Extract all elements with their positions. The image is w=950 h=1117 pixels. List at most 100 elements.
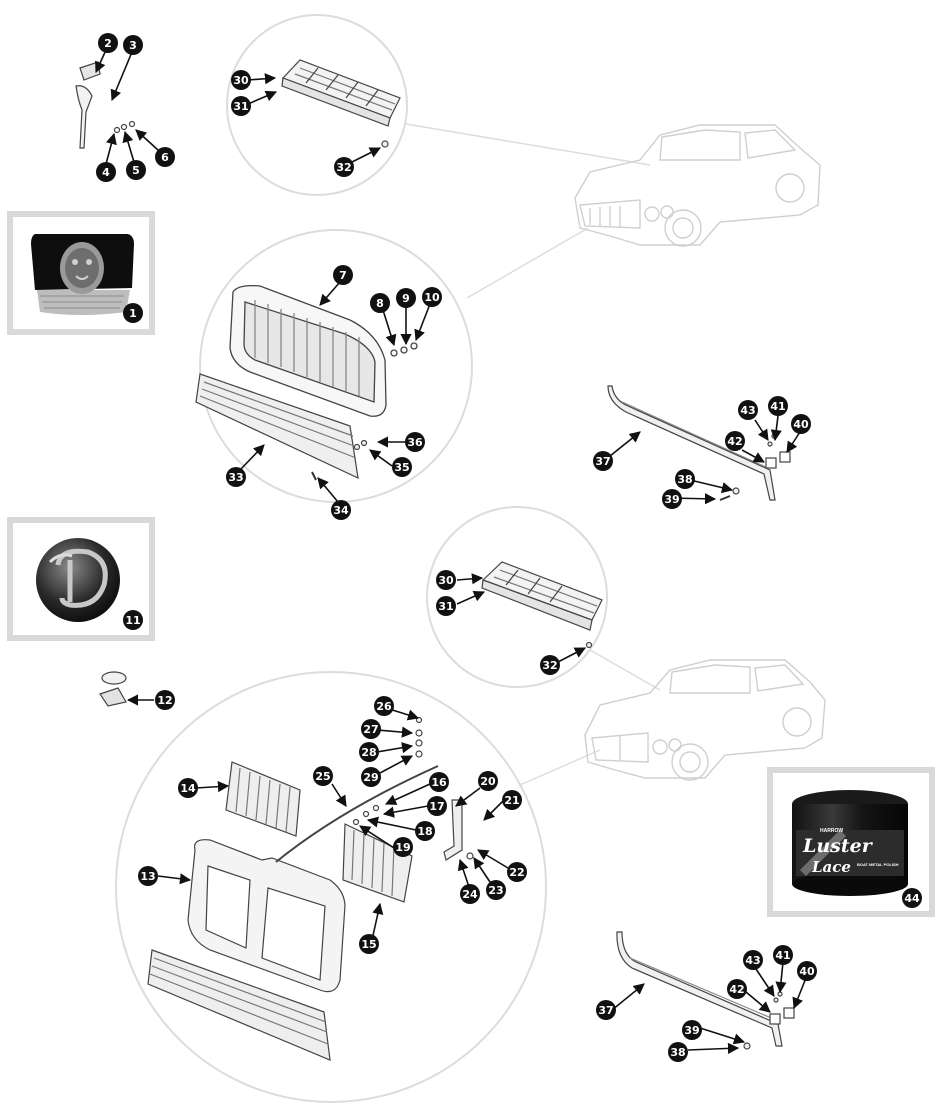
- callout-label: 40: [793, 418, 809, 431]
- callout-marker: [231, 96, 251, 116]
- callout-label: 5: [132, 164, 140, 177]
- callout-marker: [478, 771, 498, 791]
- callout-label: 35: [394, 461, 409, 474]
- lower-grille-valance: [195, 373, 368, 481]
- callout-marker: [396, 288, 416, 308]
- callout-marker: [361, 767, 381, 787]
- car-illustration-top: [574, 124, 821, 247]
- callout-label: 16: [431, 776, 447, 789]
- callout-13: 13: [138, 866, 158, 886]
- daimler-badge-image: [36, 538, 120, 622]
- callout-29: 29: [361, 767, 381, 787]
- callout-15: 15: [359, 934, 379, 954]
- cap-and-gasket: [99, 671, 127, 707]
- callout-22: 22: [507, 862, 527, 882]
- detail-circle-grille-series: [115, 671, 547, 1103]
- callout-marker: [436, 596, 456, 616]
- callout-2: 2: [98, 33, 118, 53]
- callout-marker: [540, 655, 560, 675]
- callout-label: 23: [488, 884, 503, 897]
- callout-marker: [405, 432, 425, 452]
- callout-38: 38: [675, 469, 695, 489]
- callout-marker: [768, 396, 788, 416]
- callout-marker: [370, 293, 390, 313]
- frame-polish-jar: [767, 767, 935, 917]
- callout-9: 9: [396, 288, 416, 308]
- callout-28: 28: [359, 742, 379, 762]
- callout-14: 14: [178, 778, 198, 798]
- callout-marker: [502, 790, 522, 810]
- detail-circle-grille-insert-lower: [426, 506, 608, 688]
- callout-marker: [359, 934, 379, 954]
- callout-27: 27: [361, 719, 381, 739]
- callout-marker: [791, 414, 811, 434]
- callout-21: 21: [502, 790, 522, 810]
- jar-subtitle: BOAT METAL POLISH: [857, 862, 899, 867]
- callout-35: 35: [392, 457, 412, 477]
- callout-label: 27: [363, 723, 378, 736]
- callout-marker: [98, 33, 118, 53]
- callout-label: 37: [598, 1004, 613, 1017]
- callout-label: 37: [595, 455, 610, 468]
- callout-label: 30: [438, 574, 454, 587]
- callout-marker: [123, 303, 143, 323]
- callout-10: 10: [422, 287, 442, 307]
- callout-label: 24: [462, 888, 478, 901]
- callout-43: 43: [743, 950, 763, 970]
- callout-marker: [725, 431, 745, 451]
- callout-label: 22: [509, 866, 524, 879]
- callout-marker: [415, 821, 435, 841]
- callout-label: 26: [376, 700, 392, 713]
- callout-label: 31: [233, 100, 248, 113]
- callout-label: 32: [336, 161, 351, 174]
- chrome-strip-lower: [616, 931, 795, 1050]
- callout-6: 6: [155, 147, 175, 167]
- callout-label: 41: [775, 949, 790, 962]
- callout-marker: [155, 690, 175, 710]
- callout-marker: [138, 866, 158, 886]
- callout-marker: [334, 157, 354, 177]
- callout-41: 41: [773, 945, 793, 965]
- callout-label: 10: [424, 291, 440, 304]
- callout-label: 42: [727, 435, 742, 448]
- callout-label: 42: [729, 983, 744, 996]
- jar-name-line1: Luster: [802, 835, 874, 857]
- callout-label: 2: [104, 37, 112, 50]
- callout-38: 38: [668, 1042, 688, 1062]
- callout-label: 11: [125, 614, 140, 627]
- callout-marker: [593, 451, 613, 471]
- callout-marker: [662, 489, 682, 509]
- callout-label: 43: [740, 404, 755, 417]
- callout-label: 13: [140, 870, 155, 883]
- callout-label: 31: [438, 600, 453, 613]
- callout-label: 7: [339, 269, 347, 282]
- callout-44: 44: [902, 888, 922, 908]
- callout-marker: [460, 884, 480, 904]
- callout-label: 38: [677, 473, 692, 486]
- callout-label: 38: [670, 1046, 685, 1059]
- callout-label: 25: [315, 770, 330, 783]
- callout-label: 39: [684, 1024, 699, 1037]
- callout-marker: [96, 162, 116, 182]
- callout-40: 40: [797, 961, 817, 981]
- callout-32: 32: [540, 655, 560, 675]
- callout-26: 26: [374, 696, 394, 716]
- callout-marker: [393, 837, 413, 857]
- callout-marker: [231, 70, 251, 90]
- callout-1: 1: [123, 303, 143, 323]
- callout-37: 37: [593, 451, 613, 471]
- callout-marker: [359, 742, 379, 762]
- callout-label: 30: [233, 74, 249, 87]
- callout-37: 37: [596, 1000, 616, 1020]
- callout-label: 15: [361, 938, 376, 951]
- callout-marker: [422, 287, 442, 307]
- callout-31: 31: [231, 96, 251, 116]
- callout-12: 12: [155, 690, 175, 710]
- callout-label: 9: [402, 292, 410, 305]
- callout-43: 43: [738, 400, 758, 420]
- callout-marker: [178, 778, 198, 798]
- callout-5: 5: [126, 160, 146, 180]
- callout-marker: [797, 961, 817, 981]
- callout-11: 11: [123, 610, 143, 630]
